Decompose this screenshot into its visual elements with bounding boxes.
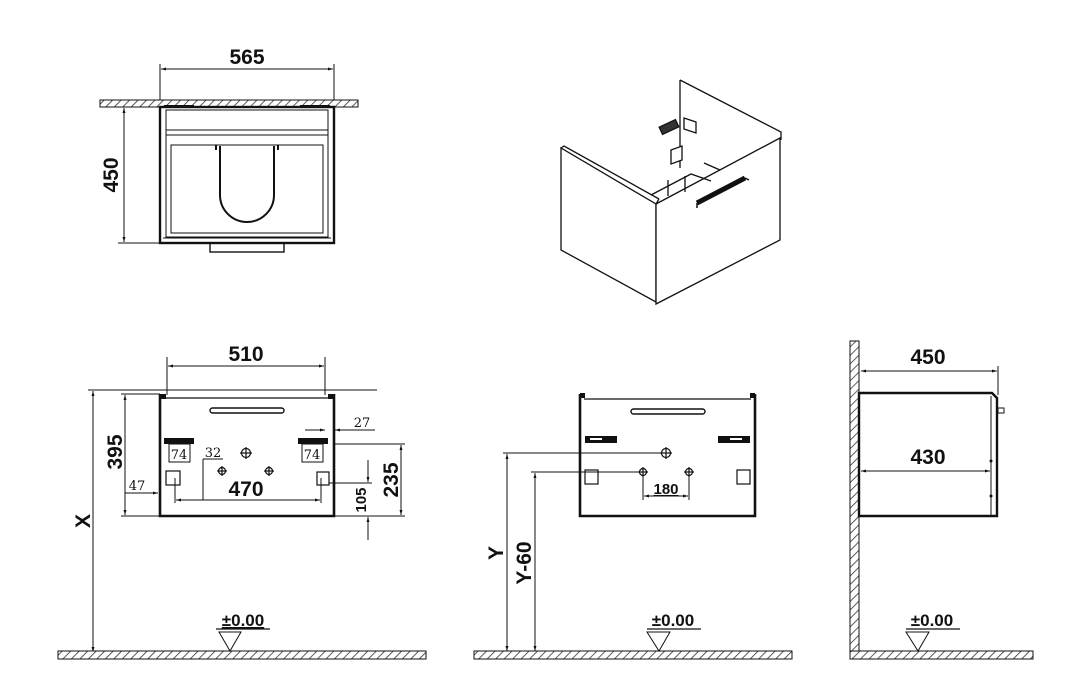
dimension-label-235: 235 <box>380 462 403 497</box>
dimension-label-450-side: 450 <box>910 346 945 369</box>
dimension-label-x: X <box>72 514 95 528</box>
floor-hatch-side <box>849 650 1034 660</box>
dimension-label-565: 565 <box>229 46 264 69</box>
dimension-label-74-right: 74 <box>304 448 321 463</box>
dimension-label-105: 105 <box>353 487 370 512</box>
cabinet-outline-front <box>158 394 336 518</box>
level-marker-front <box>218 631 242 652</box>
front-view: 510 74 74 32 470 <box>57 343 427 660</box>
pipe-holes <box>638 447 694 477</box>
wall-hatch <box>849 340 860 660</box>
top-view: 565 450 <box>99 46 359 253</box>
dimension-label-450-top: 450 <box>100 157 123 192</box>
dimension-label-y60: Y-60 <box>513 541 536 584</box>
level-label-rear: ±0.00 <box>652 611 694 630</box>
dimension-label-180: 180 <box>653 481 678 498</box>
dimension-label-510: 510 <box>228 343 263 366</box>
dimension-label-395: 395 <box>104 434 127 469</box>
bracket-left <box>164 438 194 444</box>
drain-holes <box>217 447 274 476</box>
bracket-right <box>298 438 328 444</box>
isometric-view <box>560 79 782 306</box>
dimension-label-430: 430 <box>910 446 945 469</box>
floor-hatch-rear <box>473 650 793 660</box>
mount-left <box>165 470 181 486</box>
floor-hatch-front <box>57 650 427 660</box>
drawer-handle-front <box>209 407 285 414</box>
level-marker-rear <box>646 631 671 652</box>
cabinet-outline-rear <box>578 394 757 518</box>
dimension-label-74-left: 74 <box>171 448 188 463</box>
level-marker-side <box>905 631 930 652</box>
cabinet-outline-side <box>857 391 999 518</box>
dimension-label-32: 32 <box>205 446 222 461</box>
mount-right <box>316 471 330 486</box>
side-view: 450 430 ±0.00 <box>849 340 1034 660</box>
handle-profile <box>997 407 1005 414</box>
dimension-label-470: 470 <box>228 478 263 501</box>
dimension-label-y: Y <box>485 546 508 560</box>
wall-bracket <box>658 118 680 136</box>
drawer-handle <box>695 175 747 206</box>
siphon-cutout <box>219 146 275 223</box>
level-label-front: ±0.00 <box>222 611 264 630</box>
dimension-label-47: 47 <box>129 479 146 494</box>
level-label-side: ±0.00 <box>911 611 953 630</box>
rear-view: 180 Y Y-60 ±0.00 <box>473 393 793 660</box>
drawer-handle-top <box>209 242 285 253</box>
dimension-label-27: 27 <box>354 416 371 431</box>
